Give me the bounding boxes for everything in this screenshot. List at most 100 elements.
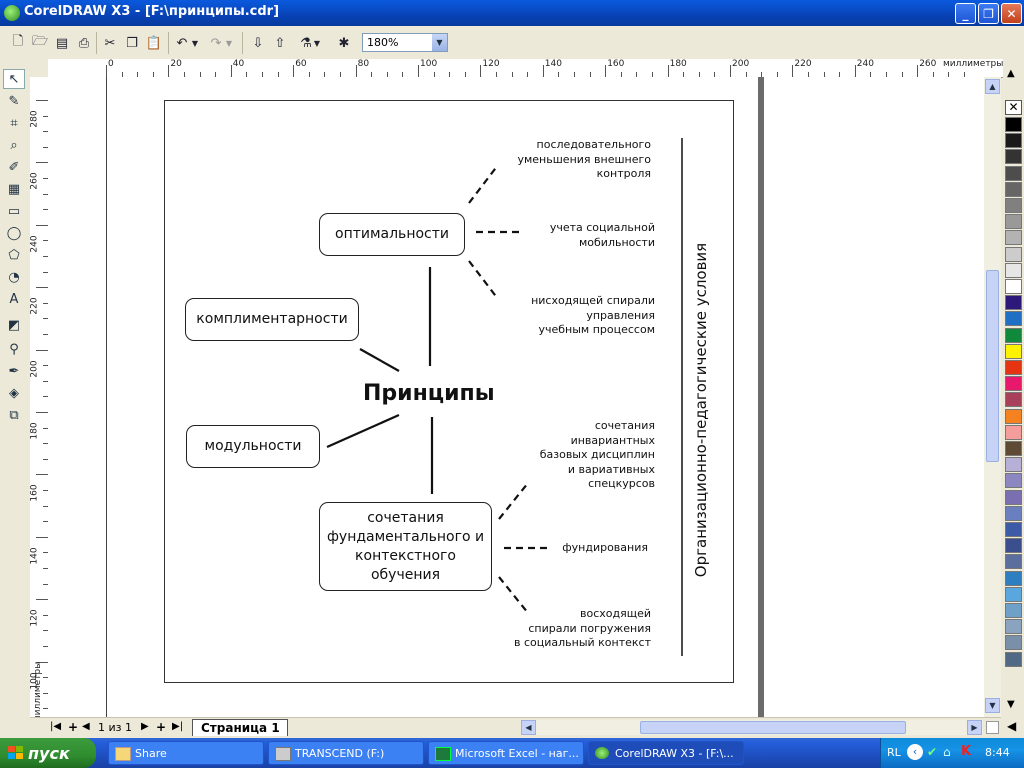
text-tool-icon[interactable]: A [9,291,19,307]
chevron-down-icon[interactable]: ▼ [432,34,447,51]
color-swatch[interactable] [1005,554,1022,570]
previous-page-icon[interactable]: ◀ [82,721,90,732]
drawing-canvas[interactable]: оптимальности комплиментарности модульно… [48,77,984,717]
label-social-mobility[interactable]: учета социальной мобильности [549,221,655,249]
scroll-down-icon[interactable]: ▼ [985,698,1000,713]
import-icon[interactable]: ⇩ [252,35,264,51]
color-swatch[interactable] [1005,133,1022,149]
print-icon[interactable]: ⎙ [78,35,90,51]
coreldraw-app-icon[interactable] [4,5,20,21]
color-swatch[interactable] [1005,586,1022,602]
color-swatch[interactable] [1005,457,1022,473]
color-swatch[interactable] [1005,295,1022,311]
color-swatch[interactable] [1005,198,1022,213]
color-swatch[interactable] [1005,473,1022,489]
task-share[interactable]: Share [108,741,264,765]
color-swatch[interactable] [1005,214,1022,230]
last-page-icon[interactable]: ▶| [172,721,184,732]
label-ascending[interactable]: восходящей спирали погружения в социальн… [513,607,651,649]
language-indicator[interactable]: RL [887,746,901,759]
palette-scroll-up-icon[interactable]: ▲ [1007,68,1015,79]
task-excel[interactable]: Microsoft Excel - наг... [428,741,584,765]
color-swatch[interactable] [1005,538,1022,554]
rectangle-tool-icon[interactable]: ▭ [7,203,21,219]
tray-expand-icon[interactable]: ‹ [907,744,923,760]
label-spiral[interactable]: нисходящей спирали управления учебным пр… [531,294,655,336]
zoom-tool-icon[interactable]: ⌕ [10,137,18,153]
open-icon[interactable]: 🗁 [31,34,49,49]
box-combination[interactable]: сочетания фундаментального и контекстног… [319,502,492,591]
close-button[interactable]: ✕ [1001,3,1022,24]
color-swatch[interactable] [1005,165,1022,181]
vertical-label[interactable]: Организационно-педагогические условия [692,242,710,578]
color-swatch[interactable] [1005,441,1022,456]
outline-tool-icon[interactable]: ✒ [8,363,20,379]
network-icon[interactable]: ⌂ [943,745,951,759]
color-swatch[interactable] [1005,651,1022,667]
scroll-left-icon[interactable]: ◀ [521,720,536,735]
copy-icon[interactable]: ❐ [126,35,138,51]
paste-icon[interactable]: 📋 [145,35,163,51]
color-swatch[interactable] [1005,505,1022,521]
color-swatch[interactable] [1005,635,1022,651]
restore-button[interactable]: ❐ [978,3,999,24]
color-swatch[interactable] [1005,522,1022,537]
pick-tool-icon[interactable]: ↖ [3,69,25,89]
box-modularity[interactable]: модульности [186,425,320,468]
box-complementarity[interactable]: комплиментарности [185,298,359,341]
save-icon[interactable]: ▤ [55,35,69,51]
box-optimality[interactable]: оптимальности [319,213,465,256]
color-swatch[interactable] [1005,117,1022,132]
interactive-blend-tool-icon[interactable]: ◩ [7,317,21,333]
smart-fill-tool-icon[interactable]: ▦ [7,181,21,197]
cut-icon[interactable]: ✂ [104,35,116,51]
label-fundir[interactable]: фундирования [562,541,648,554]
color-swatch[interactable] [1005,343,1022,359]
palette-flyout-icon[interactable]: ◀ [1007,719,1017,733]
minimize-button[interactable]: _ [955,3,976,24]
tab-page-1[interactable]: Страница 1 [192,719,288,736]
color-swatch[interactable] [1005,408,1022,424]
shape-tool-icon[interactable]: ✎ [8,93,20,109]
palette-scroll-down-icon[interactable]: ▼ [1007,699,1015,710]
antivirus-icon[interactable]: ✔ [927,745,938,759]
task-transcend[interactable]: TRANSCEND (F:) [268,741,424,765]
new-document-icon[interactable]: 🗋 [12,34,24,49]
color-swatch[interactable] [1005,327,1022,343]
eyedropper-tool-icon[interactable]: ⚲ [9,341,19,357]
launcher-dropdown-icon[interactable]: ▼ [313,38,321,48]
next-page-icon[interactable]: ▶ [141,721,149,732]
color-swatch[interactable] [1005,360,1022,375]
color-swatch[interactable] [1005,246,1022,262]
undo-dropdown-icon[interactable]: ▼ [191,38,199,48]
center-title[interactable]: Принципы [363,381,495,406]
scroll-right-icon[interactable]: ▶ [967,720,982,735]
color-swatch[interactable] [1005,262,1022,278]
fill-tool-icon[interactable]: ◈ [9,385,19,401]
redo-dropdown-icon[interactable]: ▼ [225,38,233,48]
color-swatch[interactable] [1005,181,1022,197]
diagram-frame[interactable]: оптимальности комплиментарности модульно… [164,100,734,683]
horizontal-scroll-thumb[interactable] [640,721,906,734]
welcome-screen-icon[interactable]: ✱ [338,35,350,51]
redo-icon[interactable]: ↷ [210,35,222,51]
kaspersky-icon[interactable]: K [961,744,972,759]
first-page-icon[interactable]: |◀ [50,721,62,732]
interactive-fill-tool-icon[interactable]: ⧉ [9,407,19,423]
color-swatch[interactable] [1005,392,1022,408]
scroll-up-icon[interactable]: ▲ [985,79,1000,94]
add-page-after-icon[interactable]: + [156,720,167,734]
zoom-levels-select[interactable]: 180% ▼ [362,33,448,52]
freehand-tool-icon[interactable]: ✐ [8,159,20,175]
label-combination-disciplines[interactable]: сочетания инвариантных базовых дисциплин… [539,419,655,490]
color-swatch[interactable] [1005,230,1022,246]
color-swatch[interactable] [1005,603,1022,618]
color-swatch[interactable] [1005,489,1022,505]
color-swatch[interactable] [1005,619,1022,635]
task-coreldraw[interactable]: CorelDRAW X3 - [F:\... [588,741,744,765]
undo-icon[interactable]: ↶ [176,35,188,51]
ellipse-tool-icon[interactable]: ◯ [6,225,22,241]
export-icon[interactable]: ⇧ [274,35,286,51]
